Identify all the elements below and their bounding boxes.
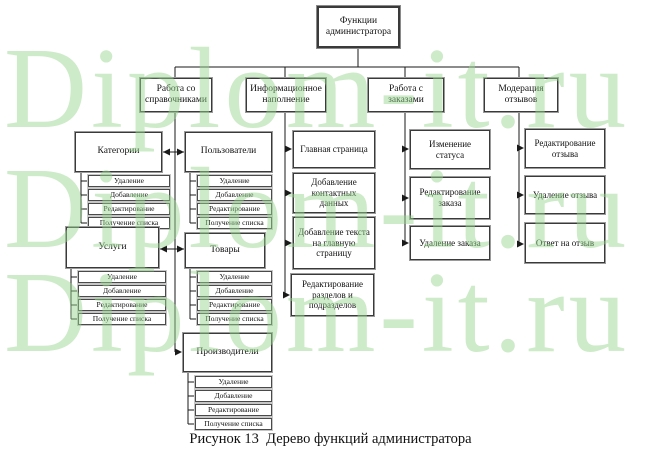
op-item: Добавление [88, 189, 170, 201]
leaf-review-edit: Редактирование отзыва [525, 129, 605, 168]
leaf-status-change: Изменение статуса [410, 130, 490, 169]
leaf-review-reply: Ответ на отзыв [525, 223, 605, 263]
leaf-contact-data: Добавление контактных данных [293, 173, 375, 213]
figure-caption: Рисунок 13 Дерево функций администратора [189, 431, 472, 447]
op-item: Получение списка [197, 217, 272, 229]
branch-reviews: Модерация отзывов [484, 78, 558, 112]
leaf-review-delete: Удаление отзыва [525, 176, 605, 214]
op-item: Редактирование [195, 404, 272, 416]
leaf-main-page-text: Добавление текста на главную страницу [293, 217, 375, 269]
group-products: Товары [185, 233, 265, 268]
node-root: Функции администратора [317, 6, 400, 48]
op-item: Удаление [78, 271, 166, 283]
op-item: Удаление [197, 175, 272, 187]
op-item: Получение списка [195, 418, 272, 430]
op-item: Удаление [88, 175, 170, 187]
group-categories: Категории [75, 132, 162, 172]
op-item: Добавление [195, 390, 272, 402]
group-manufacturers: Производители [183, 333, 272, 372]
op-item: Добавление [197, 285, 272, 297]
op-item: Редактирование [78, 299, 166, 311]
leaf-sections-edit: Редактирование разделов и подразделов [291, 274, 374, 316]
op-item: Удаление [195, 376, 272, 388]
branch-orders: Работа с заказами [368, 78, 444, 112]
group-users: Пользователи [185, 132, 272, 172]
op-item: Редактирование [197, 299, 272, 311]
leaf-main-page: Главная страница [293, 131, 375, 168]
group-services: Услуги [66, 227, 159, 268]
op-item: Удаление [197, 271, 272, 283]
branch-references: Работа со справочниками [140, 78, 212, 112]
leaf-order-edit: Редактирование заказа [410, 177, 490, 219]
branch-content: Информационное наполнение [246, 78, 326, 112]
op-item: Редактирование [88, 203, 170, 215]
op-item: Добавление [78, 285, 166, 297]
op-item: Редактирование [197, 203, 272, 215]
leaf-order-delete: Удаление заказа [410, 226, 490, 260]
op-item: Добавление [197, 189, 272, 201]
op-item: Получение списка [78, 313, 166, 325]
op-item: Получение списка [197, 313, 272, 325]
